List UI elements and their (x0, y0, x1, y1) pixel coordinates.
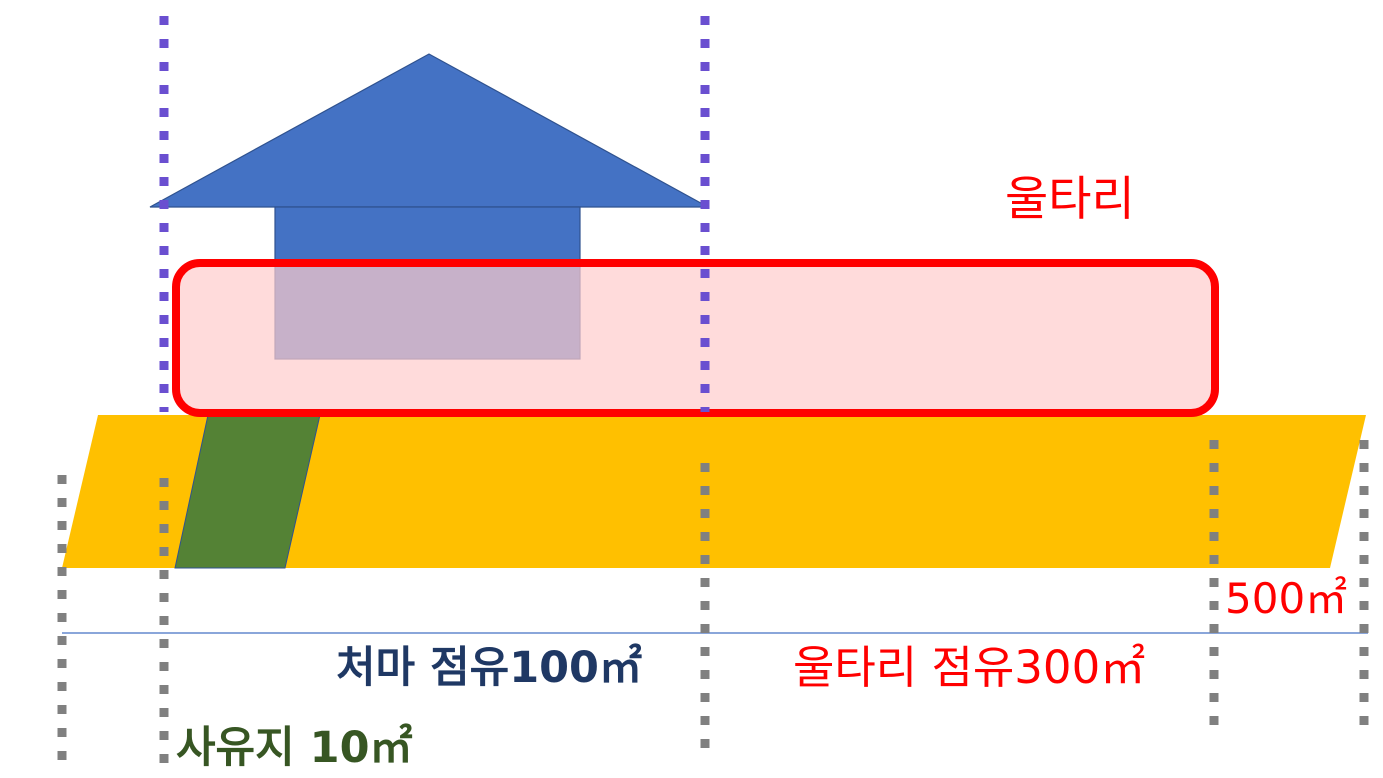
private-land-label: 사유지 10㎡ (176, 723, 413, 773)
eave-occupancy-label: 처마 점유100㎡ (336, 643, 642, 693)
land-parcel (62, 415, 1366, 568)
total-area-label: 500㎡ (1225, 574, 1348, 623)
fence-occupancy-label: 울타리 점유300㎡ (793, 641, 1146, 694)
fence-label: 울타리 (1005, 172, 1135, 227)
house-roof (149, 53, 709, 208)
fence-boundary (172, 259, 1219, 417)
